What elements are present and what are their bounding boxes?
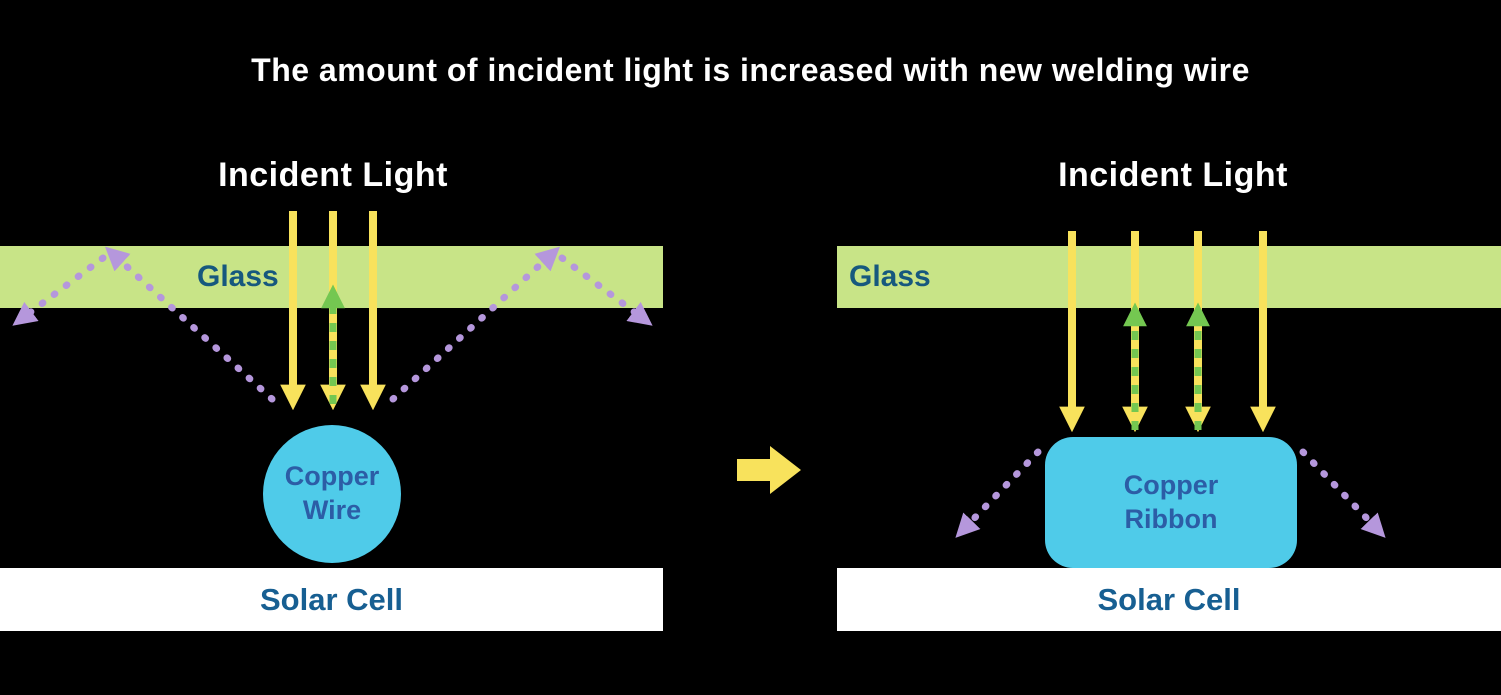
copper-wire-label: Copper Wire xyxy=(285,460,380,528)
copper-ribbon-shape: Copper Ribbon xyxy=(1045,437,1297,568)
copper-ribbon-label: Copper Ribbon xyxy=(1124,469,1219,537)
glass-label-right: Glass xyxy=(849,260,931,293)
reflected-rays-right xyxy=(1123,302,1210,430)
incident-light-label-left: Incident Light xyxy=(218,156,448,194)
glass-layer-left xyxy=(0,246,663,308)
solar-cell-layer-right: Solar Cell xyxy=(837,568,1501,631)
glass-label-left: Glass xyxy=(197,260,279,293)
scattered-ray-arrow xyxy=(955,448,1042,538)
solar-cell-label-left: Solar Cell xyxy=(260,581,403,617)
solar-cell-label-right: Solar Cell xyxy=(1097,581,1241,617)
copper-ribbon-label-line1: Copper xyxy=(1123,469,1219,500)
copper-wire-label-line2: Wire xyxy=(302,495,362,525)
diagram-title: The amount of incident light is increase… xyxy=(251,52,1250,88)
copper-wire-shape: Copper Wire xyxy=(263,425,401,563)
solar-cell-layer-left: Solar Cell xyxy=(0,568,663,631)
scattered-ray-arrow xyxy=(1299,448,1386,538)
incident-light-label-right: Incident Light xyxy=(1058,156,1288,194)
copper-ribbon-label-line2: Ribbon xyxy=(1124,503,1218,534)
copper-wire-label-line1: Copper xyxy=(284,461,380,492)
transition-arrow-icon xyxy=(737,446,801,494)
glass-layer-right xyxy=(837,246,1501,308)
